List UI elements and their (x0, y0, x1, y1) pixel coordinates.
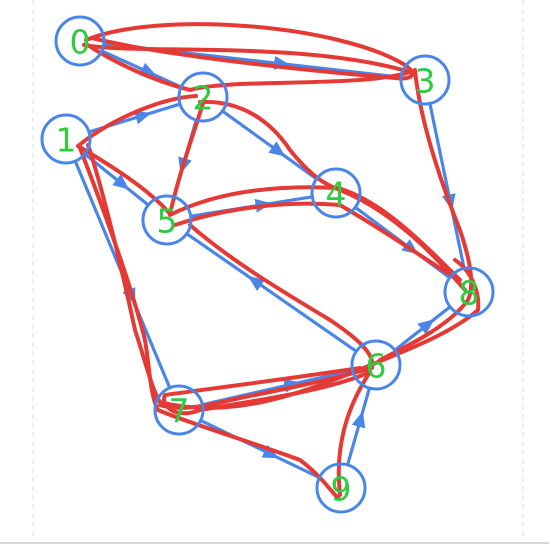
node-label: 4 (326, 175, 347, 214)
node-0: 0 (54, 15, 106, 67)
node-5: 5 (141, 194, 193, 246)
node-6: 6 (350, 339, 402, 391)
edge-arrowhead-6-5 (247, 276, 266, 292)
drawn-path-stroke (168, 185, 462, 282)
node-9: 9 (315, 462, 367, 514)
node-circle (443, 266, 495, 318)
edge-arrowhead-1-5 (112, 174, 130, 190)
node-circle (399, 54, 451, 106)
node-circle (177, 71, 229, 123)
node-label: 9 (331, 470, 352, 509)
drawn-path-stroke (378, 68, 474, 362)
edge-6-5 (185, 232, 358, 353)
node-circle (350, 339, 402, 391)
node-circle (141, 194, 193, 246)
drawn-path-stroke (86, 143, 481, 410)
edge-layer (73, 42, 466, 480)
drawn-path-layer (76, 22, 481, 500)
edge-2-4 (220, 109, 319, 181)
edge-7-9 (199, 418, 321, 480)
drawn-path-stroke (76, 94, 206, 216)
node-circle (40, 113, 92, 165)
node-circle (315, 462, 367, 514)
node-label: 3 (415, 62, 436, 101)
node-8: 8 (443, 266, 495, 318)
edge-arrowhead-1-2 (133, 110, 152, 125)
drawn-path-stroke (82, 42, 412, 92)
drawn-path-stroke (84, 22, 415, 81)
node-label: 0 (70, 23, 91, 62)
node-circle (153, 384, 205, 436)
node-2: 2 (177, 71, 229, 123)
node-1: 1 (40, 113, 92, 165)
edge-arrowhead-9-6 (351, 411, 366, 429)
edge-3-8 (428, 101, 466, 271)
node-label: 1 (56, 121, 77, 160)
node-layer: 0 1 2 3 4 5 6 7 8 9 (40, 15, 495, 514)
node-3: 3 (399, 54, 451, 106)
node-label: 7 (169, 392, 190, 431)
node-label: 8 (459, 274, 480, 313)
node-7: 7 (153, 384, 205, 436)
edge-0-2 (100, 49, 183, 89)
node-4: 4 (310, 167, 362, 219)
node-label: 2 (193, 79, 214, 118)
drawn-path-stroke (158, 223, 375, 410)
edge-arrowhead-2-4 (268, 141, 286, 157)
node-circle (310, 167, 362, 219)
node-label: 5 (157, 202, 178, 241)
node-circle (54, 15, 106, 67)
node-label: 6 (366, 347, 387, 386)
edge-arrowhead-6-8 (417, 319, 435, 335)
